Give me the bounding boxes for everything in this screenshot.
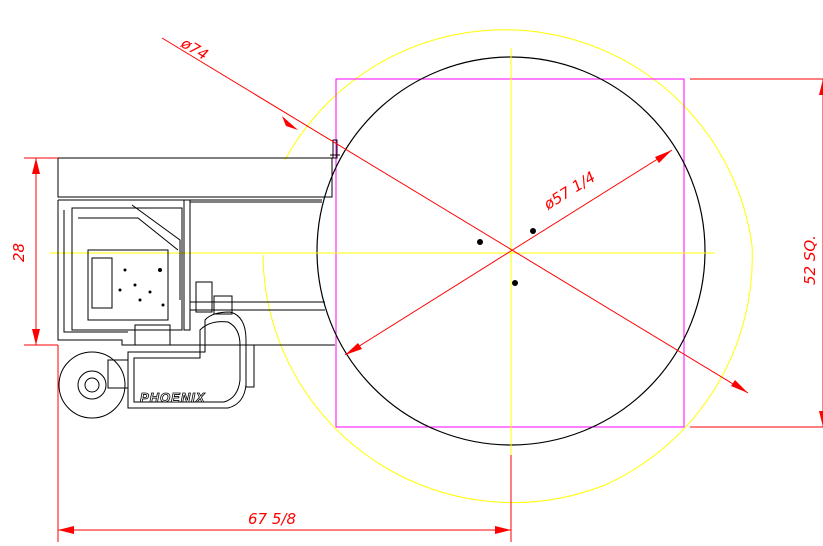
arrowhead xyxy=(731,380,748,393)
post xyxy=(332,139,338,159)
wheel-guard xyxy=(107,359,129,389)
square-label: 52 SQ. xyxy=(801,235,819,285)
motor-slant xyxy=(131,204,181,300)
swing-arc-top xyxy=(284,29,753,246)
bolt-holes xyxy=(477,228,536,286)
detail-dot xyxy=(133,283,137,287)
swing-diameter-label: ø74 xyxy=(177,33,211,64)
overall-length-label: 67 5/8 xyxy=(248,510,296,528)
height-label: 28 xyxy=(10,243,28,262)
dimension-lines xyxy=(24,37,823,542)
detail-dot xyxy=(138,298,142,302)
arrowhead xyxy=(32,158,40,174)
detail-dot xyxy=(158,268,162,272)
motor-slant-inner xyxy=(78,217,179,251)
swing-circle xyxy=(262,29,753,504)
dimension-arrows xyxy=(32,79,823,534)
bolt-hole xyxy=(530,228,536,234)
brand-logo: PHOENIX xyxy=(140,390,206,405)
gear-box xyxy=(91,257,113,309)
arrowhead xyxy=(819,79,823,95)
arrowhead xyxy=(655,150,672,163)
bolt-hole xyxy=(512,280,518,286)
arrowhead xyxy=(345,343,362,355)
table-diameter-line xyxy=(344,149,673,356)
bolt-hole xyxy=(477,239,483,245)
motor-plate xyxy=(87,249,169,321)
swing-arc-right xyxy=(604,244,753,486)
handle-box xyxy=(134,324,171,346)
machine-body xyxy=(57,139,340,419)
main-frame xyxy=(57,200,245,346)
wheel-inner xyxy=(84,377,100,393)
top-rail xyxy=(57,157,333,198)
motor-housing xyxy=(71,207,183,331)
detail-dot xyxy=(148,290,152,294)
drive-cover xyxy=(127,311,247,409)
bracket xyxy=(183,199,191,331)
swing-arc-bottom xyxy=(262,254,606,504)
arrowhead xyxy=(819,411,823,427)
machine-details xyxy=(118,268,165,307)
inner-frame xyxy=(63,210,128,333)
detail-dot xyxy=(123,268,127,272)
table-diameter-label: ø57 1/4 xyxy=(540,168,599,214)
wheel-outer xyxy=(58,351,126,419)
drive-handle xyxy=(245,344,255,388)
wheel-middle xyxy=(77,370,107,400)
detail-dot xyxy=(118,288,122,292)
arrowhead xyxy=(282,116,298,130)
arrowhead xyxy=(58,526,74,534)
arrowhead xyxy=(32,329,40,345)
small-block xyxy=(213,295,233,315)
arrowhead xyxy=(495,526,511,534)
small-block xyxy=(195,281,213,313)
drive-cover-inner xyxy=(133,321,241,403)
swing-diameter-line xyxy=(161,37,749,394)
detail-dot xyxy=(161,303,165,307)
